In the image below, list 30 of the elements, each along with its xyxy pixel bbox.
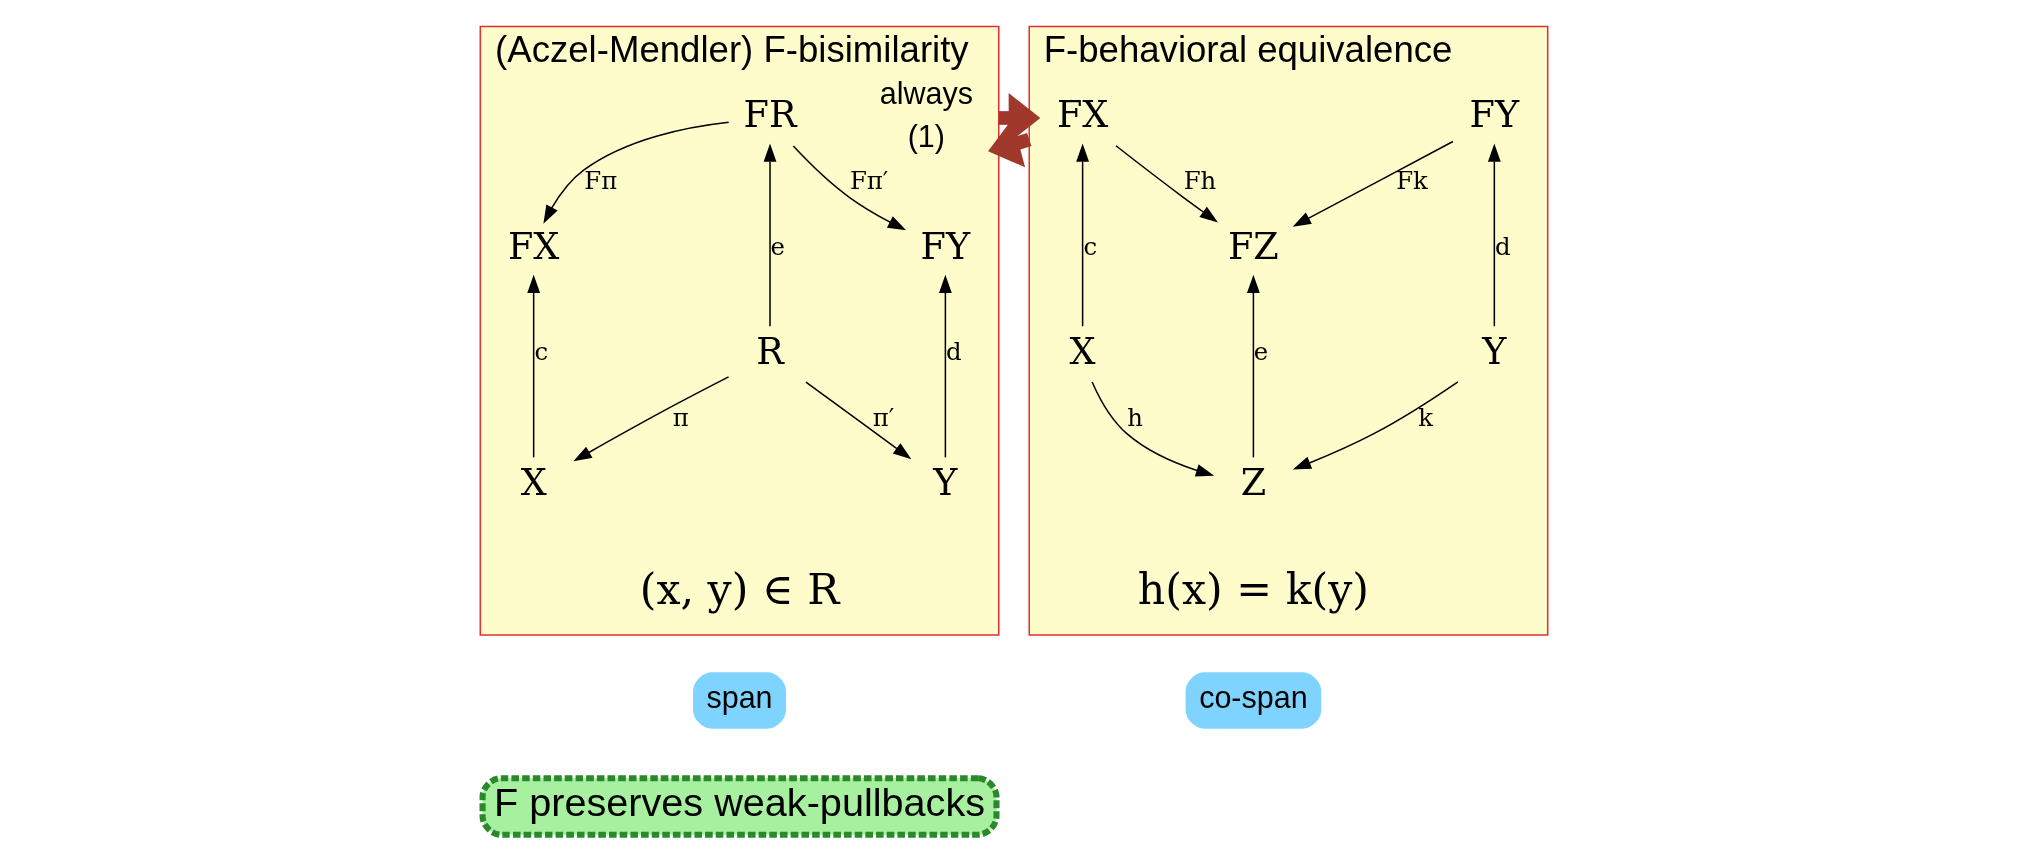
edge-label: k xyxy=(1418,402,1434,432)
edge-label: always xyxy=(879,76,973,111)
node-text: FX xyxy=(1056,93,1109,137)
edge-label: c xyxy=(1083,231,1098,261)
edge-label: Fk xyxy=(1396,166,1428,196)
edge-label: π′ xyxy=(872,402,895,432)
node-text: FZ xyxy=(1228,224,1279,268)
edge-label: Fπ xyxy=(584,166,618,196)
edge-label: h xyxy=(1127,402,1144,432)
node-text: Z xyxy=(1240,460,1267,504)
edge-label: e xyxy=(770,231,785,261)
node-text: X xyxy=(520,460,547,504)
edge-label: d xyxy=(945,337,962,367)
edge-label: (1) xyxy=(907,118,945,153)
edge-label: Fh xyxy=(1183,166,1217,196)
node-text: FY xyxy=(1469,93,1520,137)
node-text: FX xyxy=(507,224,560,268)
node-text: FR xyxy=(743,93,797,137)
label: (x, y) ∈ R xyxy=(639,563,840,614)
edge-label: c xyxy=(534,337,549,367)
node-text: X xyxy=(1069,329,1096,373)
edge-label: e xyxy=(1253,337,1269,367)
edge-label: d xyxy=(1494,231,1511,261)
node-text: Y xyxy=(933,460,958,504)
node-text: Y xyxy=(1482,329,1507,373)
edge-label: Fπ′ xyxy=(849,166,889,196)
edge-label: π xyxy=(672,402,689,432)
node-text: R xyxy=(756,329,784,373)
label: h(x) = k(y) xyxy=(1137,563,1369,614)
node-text: FY xyxy=(920,224,971,268)
